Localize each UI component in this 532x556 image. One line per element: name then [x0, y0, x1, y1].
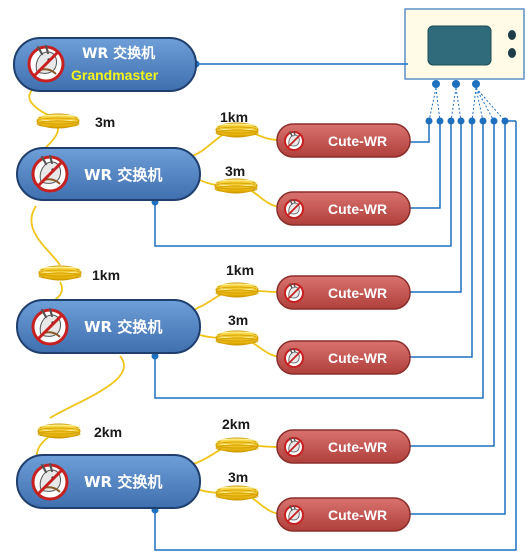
node-label: Cute-WR: [328, 133, 387, 149]
cute-wr-node: Cute-WR: [276, 275, 411, 310]
wr-switch: WR 交换机: [16, 147, 201, 201]
distance-label: 1km: [226, 262, 254, 278]
instrument-fanout: [428, 87, 506, 122]
node-label: Cute-WR: [328, 350, 387, 366]
distance-labels: 3m 1km 3m 1km 1km 3m 2km 2km 3m: [92, 109, 254, 485]
cute-wr-node: Cute-WR: [276, 429, 411, 464]
wr-switch: WR 交换机: [16, 299, 201, 354]
node-label: Cute-WR: [328, 507, 387, 523]
measurement-bus-dots: [425, 117, 509, 125]
timing-instrument: [404, 8, 525, 88]
switch-label: WR 交换机: [84, 166, 162, 184]
instrument-port-3: [472, 80, 480, 88]
instrument-knob-top: [508, 30, 516, 40]
measurement-wires: [154, 63, 517, 551]
distance-label: 3m: [95, 114, 115, 130]
grandmaster-switch: WR 交换机 Grandmaster: [13, 37, 197, 92]
instrument-screen: [427, 25, 492, 66]
switch-label: WR 交换机: [84, 473, 162, 491]
distance-label: 3m: [228, 312, 248, 328]
instrument-knob-bottom: [508, 48, 516, 58]
distance-label: 1km: [92, 267, 120, 283]
cute-wr-node: Cute-WR: [276, 123, 411, 158]
switch-pps-ports: [151, 60, 200, 514]
cute-wr-node: Cute-WR: [276, 191, 411, 226]
grandmaster-title: WR 交换机: [82, 45, 155, 62]
node-label: Cute-WR: [328, 285, 387, 301]
distance-label: 3m: [228, 469, 248, 485]
distance-label: 1km: [220, 109, 248, 125]
instrument-port-2: [452, 80, 460, 88]
wr-switch: WR 交换机: [16, 454, 201, 509]
distance-label: 3m: [225, 163, 245, 179]
cute-wr-node: Cute-WR: [276, 497, 411, 532]
grandmaster-subtitle: Grandmaster: [71, 67, 159, 83]
distance-label: 2km: [94, 424, 122, 440]
instrument-port-1: [432, 80, 440, 88]
distance-label: 2km: [222, 416, 250, 432]
node-label: Cute-WR: [328, 439, 387, 455]
switch-label: WR 交换机: [84, 318, 162, 336]
cute-wr-node: Cute-WR: [276, 340, 411, 375]
node-label: Cute-WR: [328, 201, 387, 217]
